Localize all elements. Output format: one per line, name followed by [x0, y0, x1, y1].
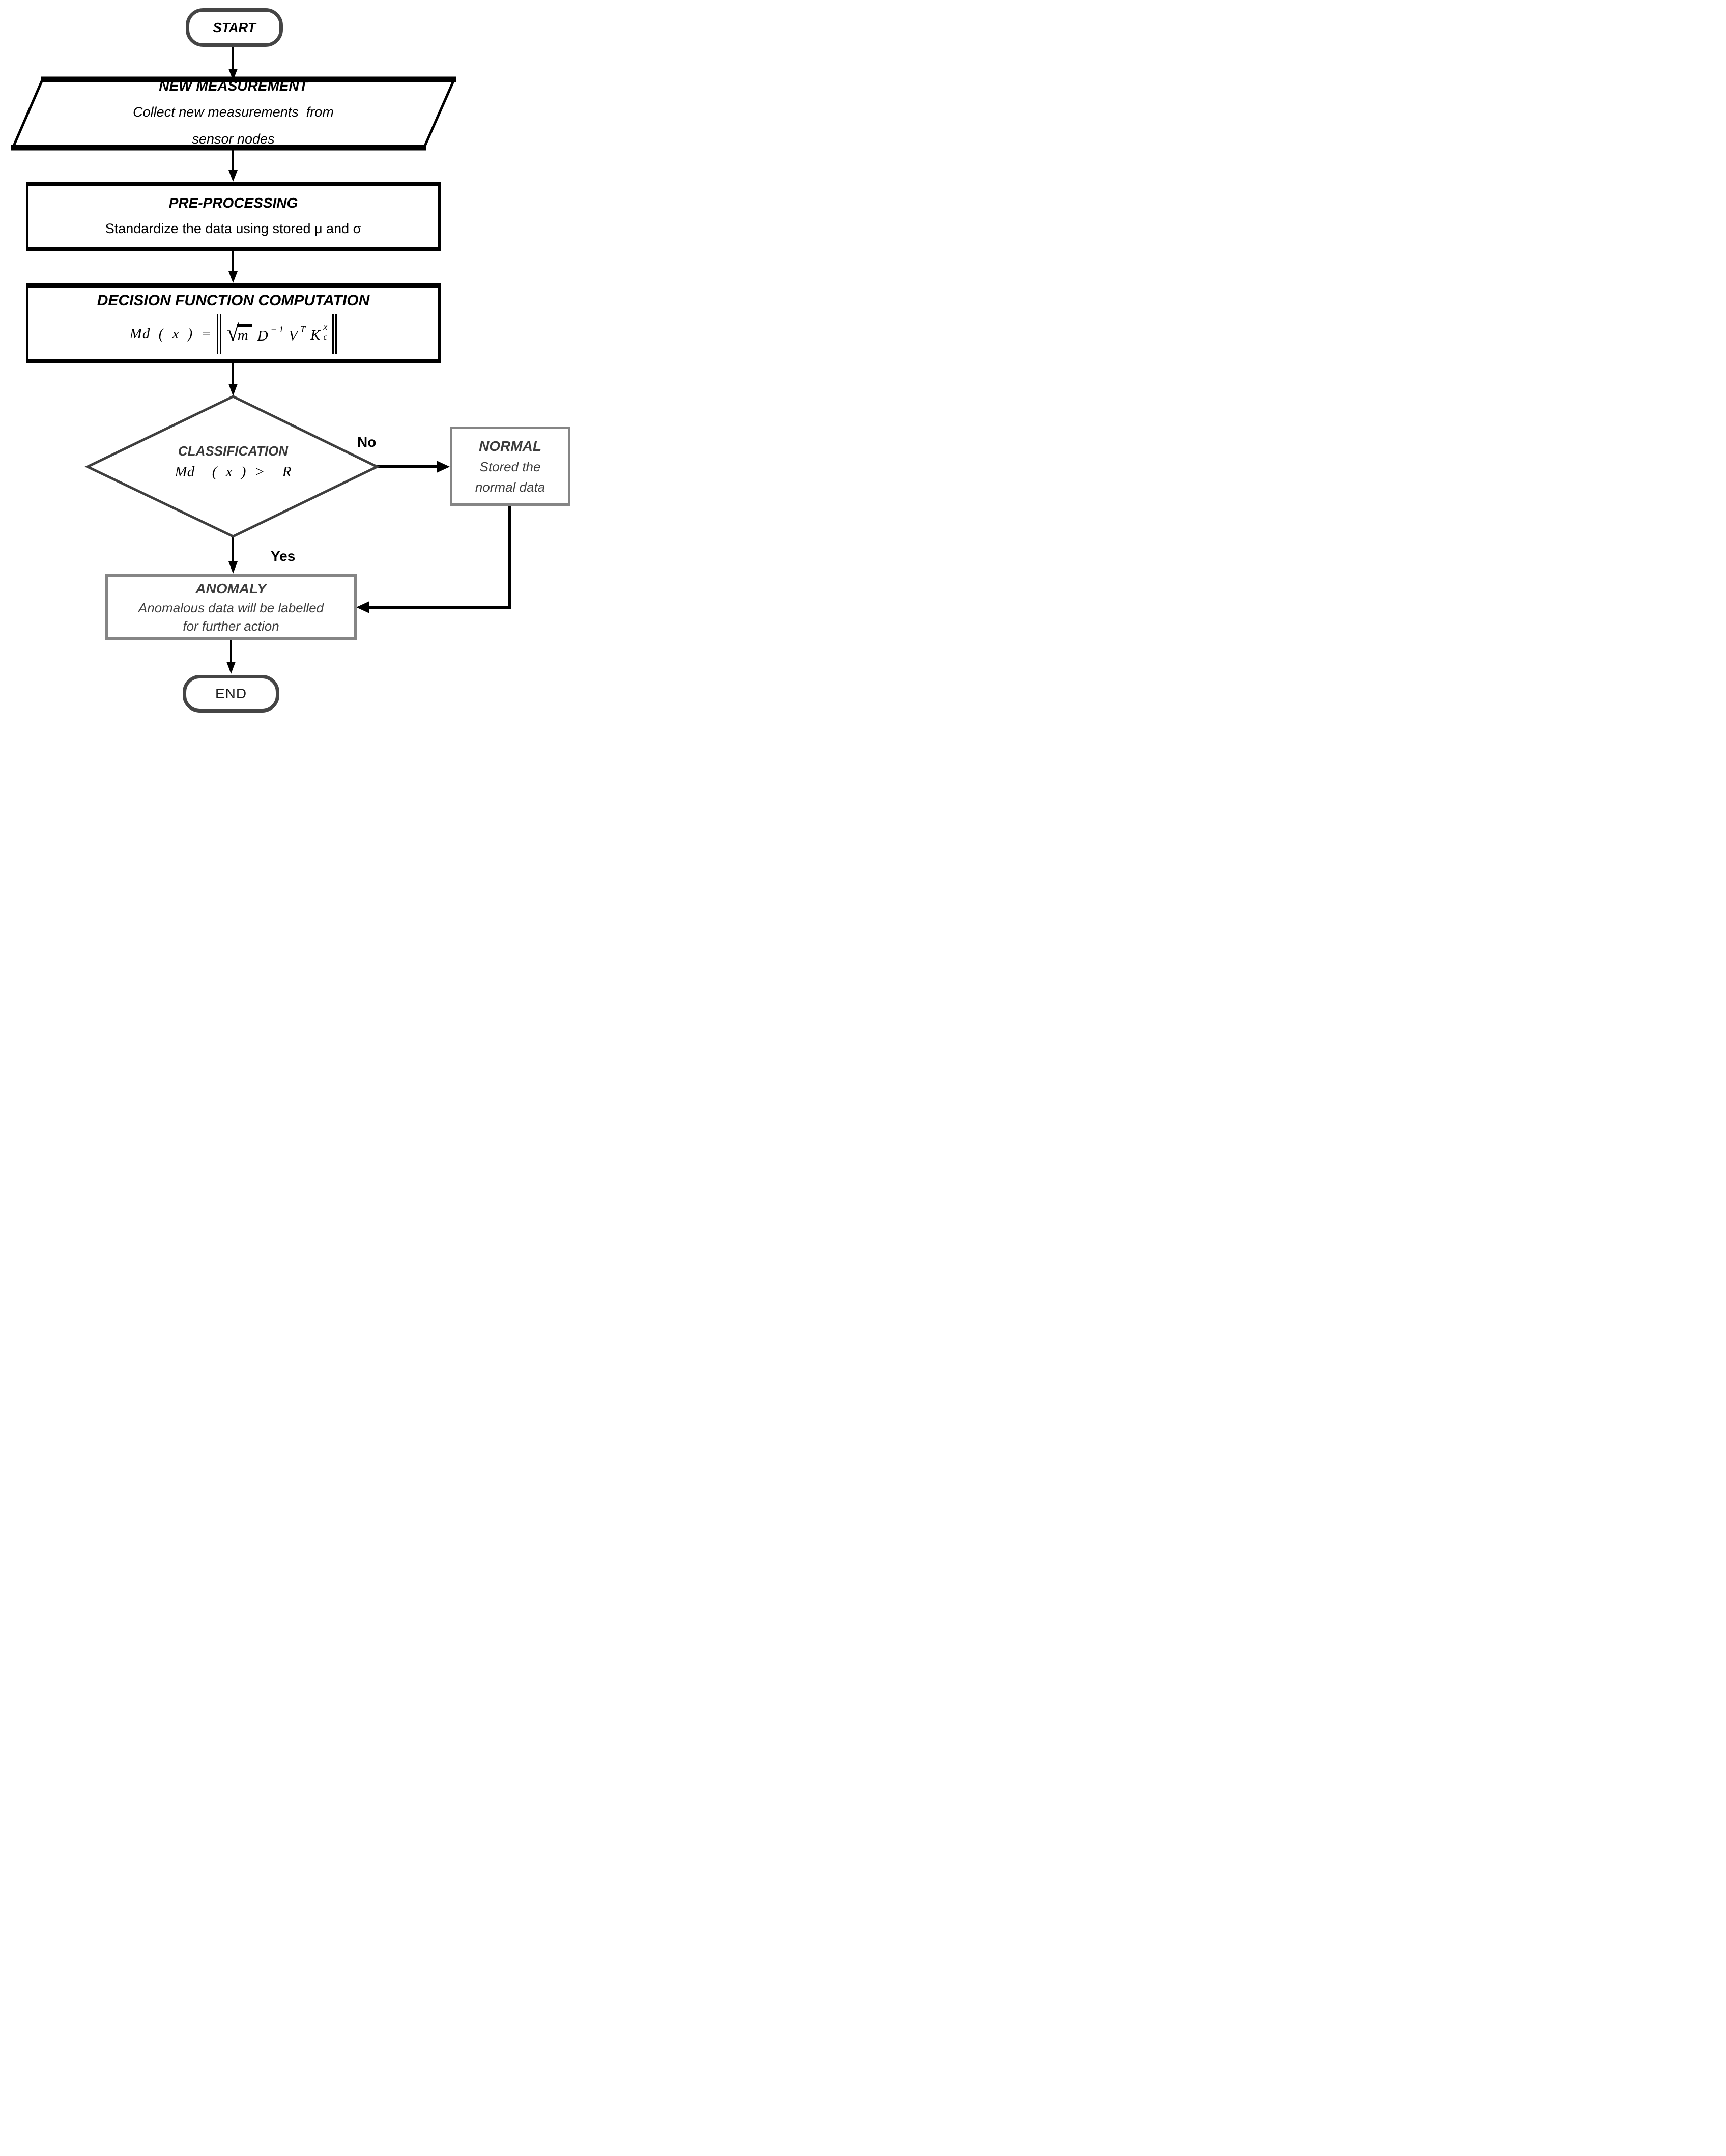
normal-body-line2: normal data [475, 479, 545, 495]
new-measurement-body-line1: Collect new measurements from [133, 104, 334, 120]
decision-formula: Md ( x ) = √ m D − 1 V T K x c [129, 314, 337, 355]
flowchart-canvas: START NEW MEASUREMENT Collect new measur… [0, 0, 576, 719]
radicand-m: m [236, 324, 252, 344]
term-v-transpose: V T [289, 325, 305, 344]
kernel-scripts: x c [323, 322, 327, 342]
edge-normal-to-anomaly [356, 505, 511, 613]
no-edge-label: No [357, 434, 377, 450]
classification-condition: Md ( x ) > R [175, 464, 292, 480]
norm-bar-left [217, 314, 222, 355]
kernel-subscript: c [323, 332, 328, 343]
normal-body-line1: Stored the [479, 459, 541, 474]
new-measurement-body-line2: sensor nodes [192, 131, 275, 147]
end-label: END [215, 686, 247, 701]
pre-processing-title: PRE-PROCESSING [168, 195, 298, 211]
anomaly-title: ANOMALY [195, 580, 267, 597]
anomaly-body-line2: for further action [183, 618, 279, 634]
pre-processing-node: PRE-PROCESSING Standardize the data usin… [26, 182, 441, 251]
edge-new-measurement-to-pre-processing [228, 148, 238, 182]
normal-title: NORMAL [479, 438, 541, 454]
start-label: START [213, 19, 256, 35]
classification-title: CLASSIFICATION [178, 443, 289, 459]
matrix-d: D [257, 327, 268, 344]
anomaly-body-line1: Anomalous data will be labelled [138, 600, 324, 615]
new-measurement-title: NEW MEASUREMENT [159, 77, 308, 94]
pre-processing-body: Standardize the data using stored μ and … [105, 220, 362, 236]
edge-decision-function-to-classification [228, 362, 238, 396]
kernel-k: K [310, 327, 321, 344]
new-measurement-text: NEW MEASUREMENT Collect new measurements… [27, 77, 439, 147]
classification-node [84, 395, 380, 538]
norm-bar-right [332, 314, 337, 355]
formula-lhs: Md ( x ) = [129, 325, 212, 342]
flowchart-shapes-and-connectors [11, 46, 511, 674]
edge-pre-processing-to-decision-function [228, 250, 238, 283]
anomaly-node: ANOMALY Anomalous data will be labelled … [105, 574, 357, 640]
matrix-d-exponent: − 1 [270, 324, 284, 334]
edge-yes-to-anomaly [228, 536, 238, 574]
decision-function-title: DECISION FUNCTION COMPUTATION [97, 292, 370, 309]
matrix-v-exponent: T [300, 324, 305, 334]
sqrt-term: √ m [226, 321, 252, 344]
new-measurement-node [11, 76, 456, 151]
normal-node: NORMAL Stored the normal data [450, 427, 570, 506]
end-node: END [183, 675, 279, 713]
edge-anomaly-to-end [226, 639, 236, 674]
term-kernel: K x c [310, 322, 327, 344]
matrix-v: V [289, 327, 298, 344]
term-d-inverse: D − 1 [257, 325, 284, 344]
decision-function-node: DECISION FUNCTION COMPUTATION Md ( x ) =… [26, 283, 441, 363]
kernel-superscript: x [323, 322, 328, 332]
classification-text: CLASSIFICATION Md ( x ) > R [131, 432, 335, 493]
yes-edge-label: Yes [271, 548, 296, 564]
edge-start-to-new-measurement [228, 46, 238, 80]
edge-no-to-normal [377, 461, 450, 473]
start-node: START [186, 8, 283, 47]
